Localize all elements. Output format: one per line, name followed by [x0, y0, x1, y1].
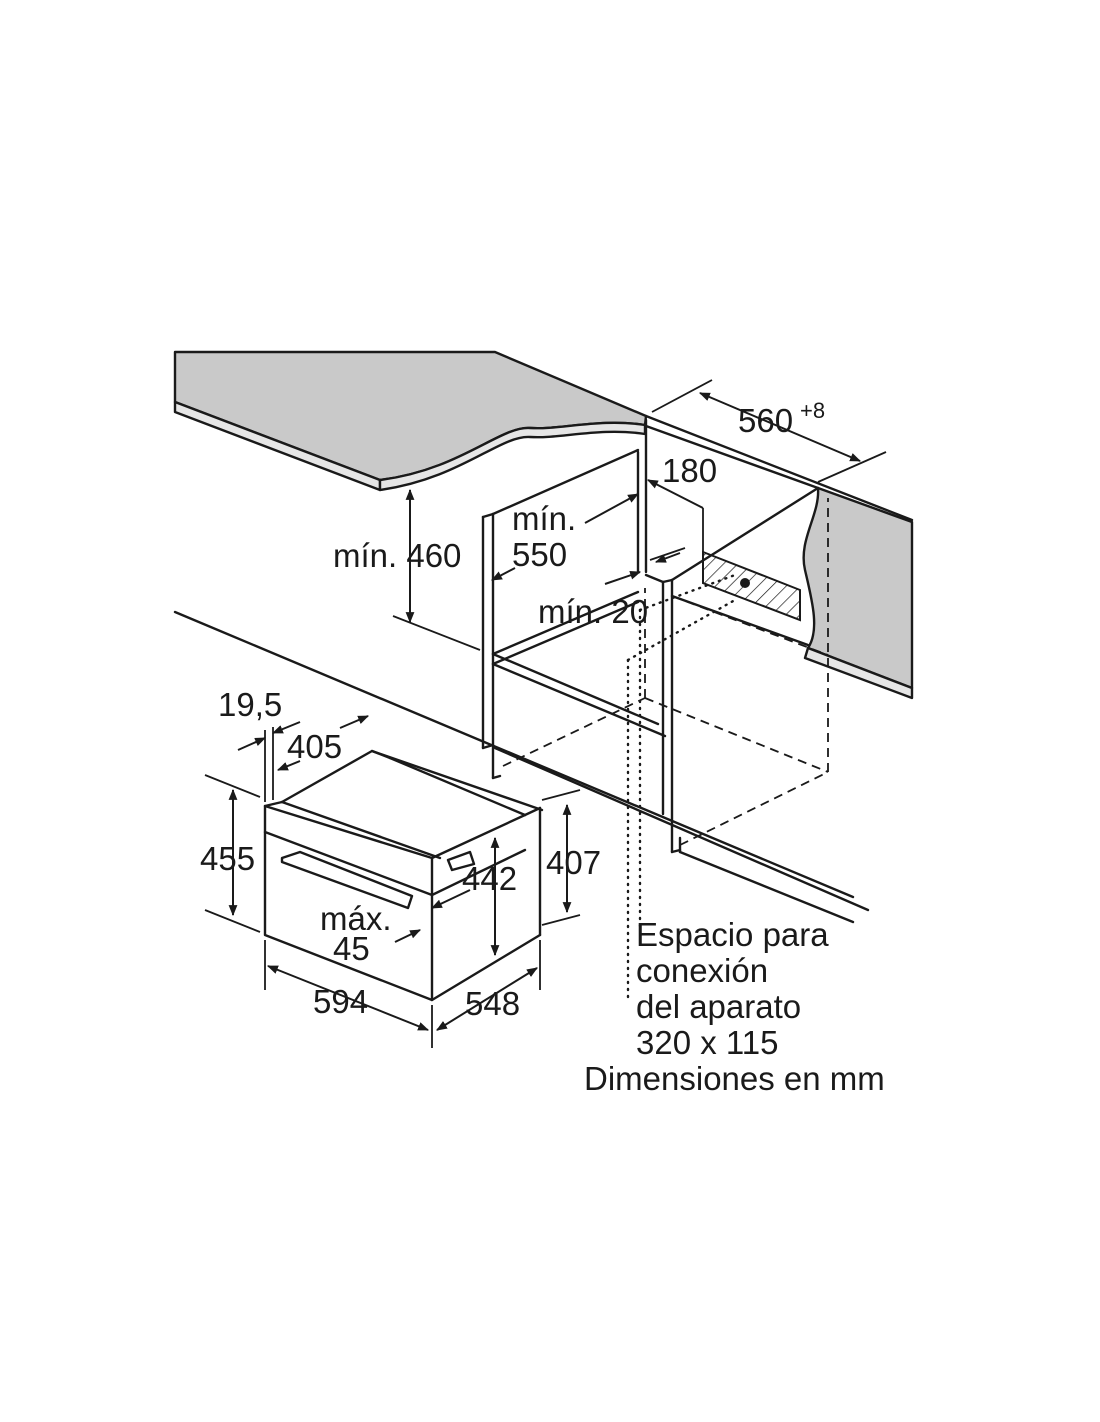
- connection-note: Espacio para conexión del aparato 320 x …: [584, 916, 885, 1097]
- worktop-left: [173, 350, 648, 492]
- label-width-top-tolerance: +8: [800, 398, 825, 423]
- label-width-top: 560: [738, 402, 793, 439]
- label-body-height: 407: [546, 844, 601, 881]
- dimension-labels: 560 +8 180 mín. 550 mín. 460 mín. 20 19,…: [200, 398, 825, 1022]
- note-line4: 320 x 115: [636, 1024, 779, 1061]
- cabinet-niche: [173, 414, 914, 1002]
- label-inner-height: 442: [462, 860, 517, 897]
- label-min-20: mín. 20: [538, 593, 648, 630]
- label-max-45-line2: 45: [333, 930, 370, 967]
- label-total-width: 594: [313, 983, 368, 1020]
- label-min-550-line1: mín.: [512, 500, 576, 537]
- note-line3: del aparato: [636, 988, 801, 1025]
- note-line2: conexión: [636, 952, 768, 989]
- label-min-460: mín. 460: [333, 537, 461, 574]
- niche-dimensions: [392, 379, 887, 651]
- note-units: Dimensiones en mm: [584, 1060, 885, 1097]
- label-total-depth: 548: [465, 985, 520, 1022]
- worktop-right: [802, 486, 914, 700]
- label-max-45-line1: máx.: [320, 900, 392, 937]
- label-top-depth: 405: [287, 728, 342, 765]
- oven-dimensions: [204, 715, 581, 1048]
- connection-box: [702, 550, 801, 622]
- label-total-height: 455: [200, 840, 255, 877]
- label-depth-socket: 180: [662, 452, 717, 489]
- note-line1: Espacio para: [636, 916, 829, 953]
- label-front-thickness: 19,5: [218, 686, 282, 723]
- label-min-550-line2: 550: [512, 536, 567, 573]
